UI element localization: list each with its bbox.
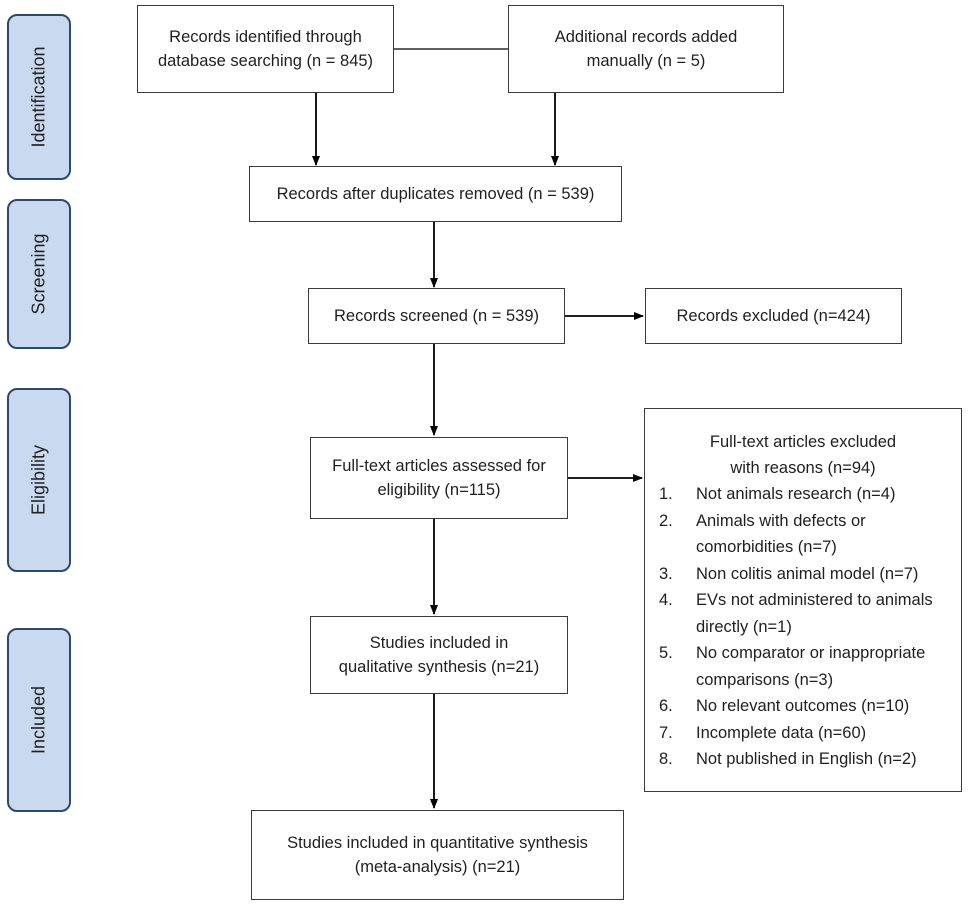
box-records-excluded: Records excluded (n=424) <box>645 288 902 344</box>
exclusion-reason: 1.Not animals research (n=4) <box>659 485 896 503</box>
exclusion-reason: 7.Incomplete data (n=60) <box>659 723 867 742</box>
exclusion-reason: 3.Non colitis animal model (n=7) <box>659 564 919 583</box>
stage-identification: Identification <box>7 14 71 180</box>
exclusion-reasons-list: 1.Not animals research (n=4) 2.Animals w… <box>645 481 961 773</box>
exclusion-heading: Full-text articles excluded with reasons… <box>709 433 897 477</box>
stage-eligibility: Eligibility <box>7 388 71 572</box>
exclusion-reason: 8.Not published in English (n=2) <box>659 750 917 768</box>
stage-included: Included <box>7 628 71 812</box>
box-records-screened: Records screened (n = 539) <box>308 288 565 344</box>
box-after-duplicates: Records after duplicates removed (n = 53… <box>249 166 622 222</box>
exclusion-reason: 6.No relevant outcomes (n=10) <box>659 697 910 715</box>
stage-screening: Screening <box>7 199 71 349</box>
box-fulltext-excluded: Full-text articles excluded with reasons… <box>644 408 962 792</box>
box-quantitative-synthesis: Studies included in quantitative synthes… <box>251 810 624 900</box>
